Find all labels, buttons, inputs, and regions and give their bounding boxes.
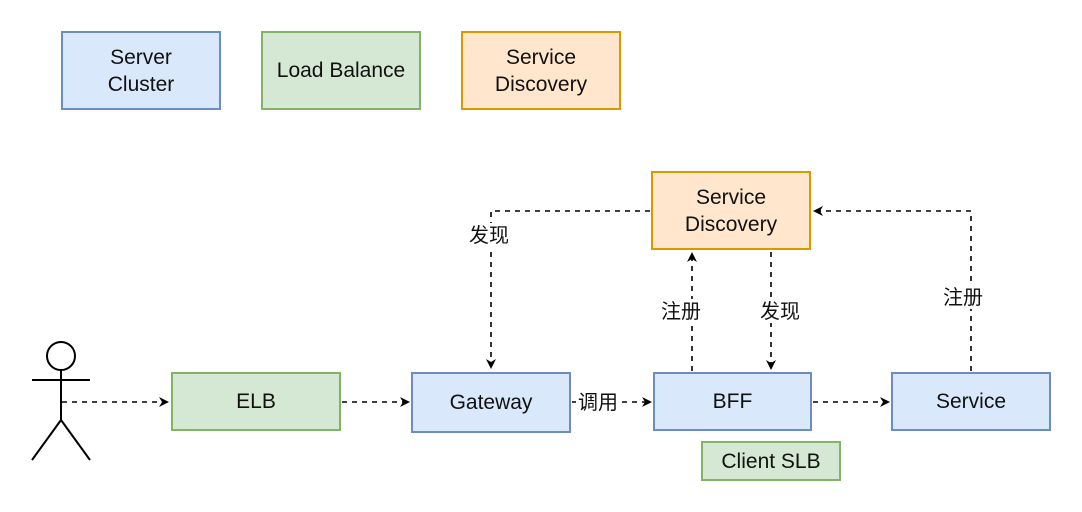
legend-server-cluster-label: Server Cluster	[107, 45, 175, 96]
node-bff-label: BFF	[712, 390, 753, 413]
node-elb: ELB	[171, 372, 341, 431]
legend-server-cluster: Server Cluster	[61, 31, 221, 110]
node-elb-label: ELB	[236, 390, 276, 413]
person-icon	[31, 341, 91, 461]
label-gateway-discover: 发现	[467, 223, 511, 247]
node-service-discovery-label: Service Discovery	[684, 185, 778, 236]
label-gateway-call: 调用	[576, 390, 620, 414]
node-gateway-label: Gateway	[449, 391, 533, 414]
label-bff-register: 注册	[659, 299, 703, 323]
node-client-slb: Client SLB	[701, 441, 841, 481]
label-bff-discover: 发现	[758, 299, 802, 323]
node-client-slb-label: Client SLB	[721, 449, 821, 473]
legend-load-balance: Load Balance	[261, 31, 421, 110]
node-service-label: Service	[935, 390, 1007, 413]
legend-load-balance-label: Load Balance	[276, 59, 406, 82]
legend-service-discovery: Service Discovery	[461, 31, 621, 110]
edge-sd-gateway	[486, 210, 650, 369]
node-bff: BFF	[653, 372, 812, 431]
node-service: Service	[891, 372, 1051, 431]
node-gateway: Gateway	[411, 372, 571, 433]
node-service-discovery: Service Discovery	[651, 171, 811, 250]
legend-service-discovery-label: Service Discovery	[494, 45, 588, 96]
label-service-register: 注册	[941, 285, 985, 309]
edge-service-sd	[813, 206, 972, 371]
